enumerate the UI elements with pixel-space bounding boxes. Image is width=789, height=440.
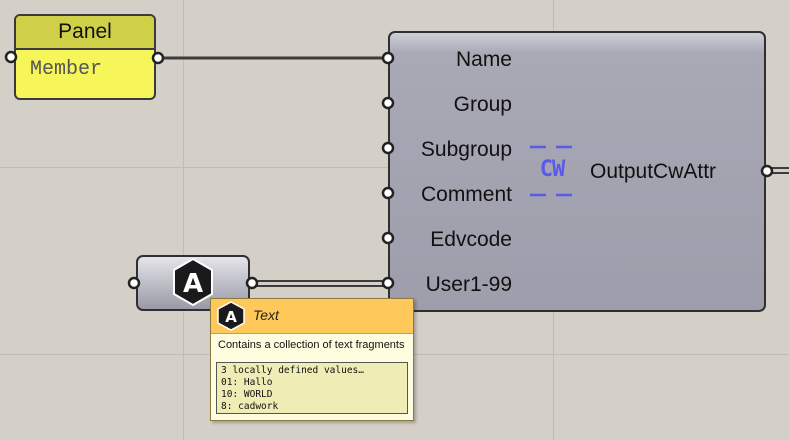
output-param-label[interactable]: OutputCwAttr [590, 160, 717, 183]
tooltip-header: A Text [211, 299, 413, 334]
panel-title: Panel [16, 16, 154, 50]
text-param-tooltip: A Text Contains a collection of text fra… [210, 298, 414, 421]
text-param-input-grip[interactable] [127, 276, 141, 290]
tooltip-values-box: 3 locally defined values… 01: Hallo 10: … [216, 362, 408, 414]
tooltip-value-line: 01: Hallo [221, 377, 273, 388]
text-param-letter: A [183, 269, 203, 299]
tooltip-icon-letter: A [225, 308, 237, 326]
cadwork-icon-text: CW [539, 157, 566, 182]
tooltip-title: Text [253, 307, 279, 323]
grip-subgroup[interactable] [381, 141, 395, 155]
input-param-edvcode[interactable]: Edvcode [430, 228, 512, 251]
text-param-icon: A [217, 301, 245, 331]
input-param-subgroup[interactable]: Subgroup [420, 138, 512, 161]
input-param-comment[interactable]: Comment [420, 183, 512, 206]
tooltip-description: Contains a collection of text fragments [218, 339, 405, 351]
cadwork-icon: CW [530, 145, 574, 197]
panel-output-grip[interactable] [151, 51, 165, 65]
grip-edvcode[interactable] [381, 231, 395, 245]
canvas-gridline [183, 0, 184, 440]
grip-user[interactable] [381, 276, 395, 290]
grip-output[interactable] [760, 164, 774, 178]
text-param-icon: A [173, 257, 213, 307]
grip-comment[interactable] [381, 186, 395, 200]
panel-value[interactable]: Member [30, 58, 103, 81]
tooltip-value-line: 8: cadwork [221, 401, 279, 412]
panel-input-grip[interactable] [4, 50, 18, 64]
input-param-group[interactable]: Group [453, 93, 512, 116]
tooltip-value-line: 10: WORLD [221, 389, 273, 400]
input-param-name[interactable]: Name [455, 48, 512, 71]
output-cw-attr-component[interactable]: Name Group Subgroup Comment Edvcode User… [388, 31, 766, 312]
grip-name[interactable] [381, 51, 395, 65]
tooltip-value-line: 3 locally defined values… [221, 365, 364, 376]
input-param-user[interactable]: User1-99 [425, 273, 512, 296]
panel-component[interactable]: Panel Member [14, 14, 156, 100]
grip-group[interactable] [381, 96, 395, 110]
text-param-output-grip[interactable] [245, 276, 259, 290]
